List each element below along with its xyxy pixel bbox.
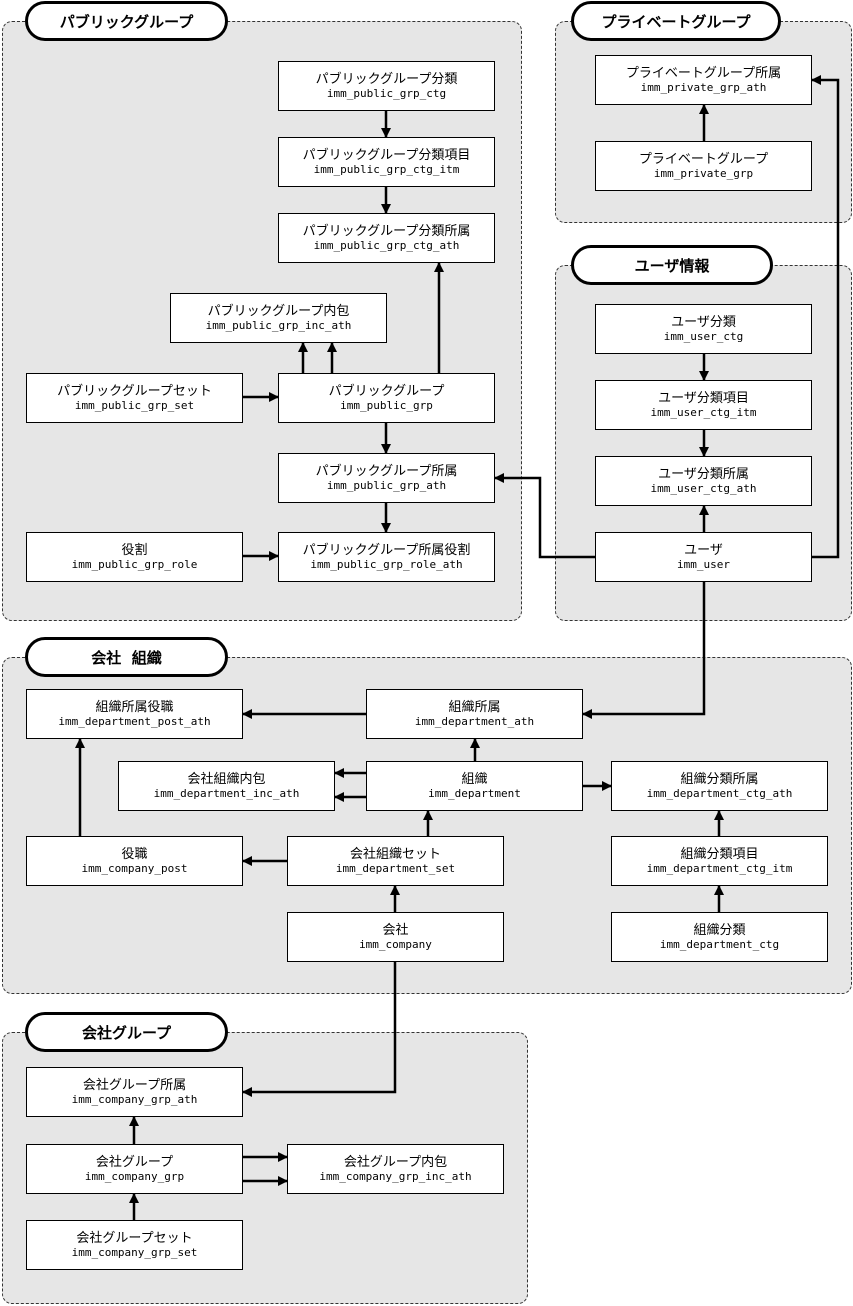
entity-company-grp-set[interactable]: 会社グループセット imm_company_grp_set [26,1220,243,1270]
entity-label: プライベートグループ [638,151,769,167]
table-name: imm_user_ctg [663,329,744,343]
edge-user-to-private-grp-ath [811,75,840,559]
entity-user-ctg-ath[interactable]: ユーザ分類所属 imm_user_ctg_ath [595,456,812,506]
entity-user[interactable]: ユーザ imm_user [595,532,812,582]
entity-label: パブリックグループ所属役割 [302,542,471,558]
group-title-company-group: 会社グループ [25,1012,228,1052]
edge-company-to-company-grp-ath [242,962,397,1097]
entity-label: ユーザ [684,542,723,558]
entity-company-grp-inc-ath[interactable]: 会社グループ内包 imm_company_grp_inc_ath [287,1144,504,1194]
entity-public-grp-set[interactable]: パブリックグループセット imm_public_grp_set [26,373,243,423]
entity-label: ユーザ分類所属 [658,466,749,482]
entity-label: 会社グループ [95,1154,174,1170]
entity-label: 組織分類項目 [680,846,759,862]
table-name: imm_private_grp_ath [640,80,767,94]
table-name: imm_public_grp_role [71,557,198,571]
entity-label: パブリックグループ分類所属 [302,223,471,239]
entity-label: パブリックグループ所属 [315,463,458,479]
entity-label: パブリックグループセット [57,383,212,399]
entity-department-set[interactable]: 会社組織セット imm_department_set [287,836,504,886]
edge-user-to-department-ath [582,582,706,719]
entity-private-grp[interactable]: プライベートグループ imm_private_grp [595,141,812,191]
group-title-private: プライベートグループ [571,1,781,41]
entity-department-ctg[interactable]: 組織分類 imm_department_ctg [611,912,828,962]
entity-user-ctg[interactable]: ユーザ分類 imm_user_ctg [595,304,812,354]
group-title-company-org: 会社 組織 [25,637,228,677]
entity-label: 会社組織内包 [187,771,266,787]
entity-public-grp-role[interactable]: 役割 imm_public_grp_role [26,532,243,582]
entity-company-grp-ath[interactable]: 会社グループ所属 imm_company_grp_ath [26,1067,243,1117]
entity-label: パブリックグループ [328,383,445,399]
table-name: imm_public_grp_inc_ath [205,318,352,332]
entity-label: プライベートグループ所属 [625,65,782,81]
group-title-public: パブリックグループ [25,1,228,41]
table-name: imm_department_inc_ath [153,786,300,800]
entity-label: 会社グループセット [76,1230,193,1246]
entity-label: 組織分類所属 [680,771,759,787]
entity-department-ath[interactable]: 組織所属 imm_department_ath [366,689,583,739]
entity-public-grp-inc-ath[interactable]: パブリックグループ内包 imm_public_grp_inc_ath [170,293,387,343]
entity-label: パブリックグループ内包 [207,303,350,319]
group-title-user-info: ユーザ情報 [571,245,773,285]
entity-label: 会社グループ内包 [343,1154,448,1170]
entity-public-grp-ctg-itm[interactable]: パブリックグループ分類項目 imm_public_grp_ctg_itm [278,137,495,187]
table-name: imm_company [359,937,432,951]
table-name: imm_department [428,786,521,800]
entity-department-inc-ath[interactable]: 会社組織内包 imm_department_inc_ath [118,761,335,811]
entity-company[interactable]: 会社 imm_company [287,912,504,962]
entity-user-ctg-itm[interactable]: ユーザ分類項目 imm_user_ctg_itm [595,380,812,430]
entity-label: 役職 [121,846,148,862]
entity-label: ユーザ分類項目 [658,390,749,406]
table-name: imm_public_grp_ctg_ath [313,238,460,252]
table-name: imm_public_grp_role_ath [310,557,463,571]
entity-label: 組織所属 [448,699,501,715]
entity-department-ctg-itm[interactable]: 組織分類項目 imm_department_ctg_itm [611,836,828,886]
entity-department[interactable]: 組織 imm_department [366,761,583,811]
entity-label: 会社 [382,922,409,938]
table-name: imm_user_ctg_ath [650,481,757,495]
table-name: imm_user [677,557,730,571]
table-name: imm_public_grp_ctg_itm [313,162,460,176]
entity-public-grp[interactable]: パブリックグループ imm_public_grp [278,373,495,423]
entity-company-post[interactable]: 役職 imm_company_post [26,836,243,886]
entity-public-grp-role-ath[interactable]: パブリックグループ所属役割 imm_public_grp_role_ath [278,532,495,582]
table-name: imm_department_set [335,861,456,875]
entity-label: 会社グループ所属 [82,1077,187,1093]
entity-private-grp-ath[interactable]: プライベートグループ所属 imm_private_grp_ath [595,55,812,105]
entity-label: 役割 [121,542,148,558]
table-name: imm_company_grp [84,1169,185,1183]
table-name: imm_department_ctg_ath [646,786,793,800]
table-name: imm_company_grp_ath [71,1092,198,1106]
entity-public-grp-ctg[interactable]: パブリックグループ分類 imm_public_grp_ctg [278,61,495,111]
edge-user-to-public-grp-ath [494,473,595,559]
table-name: imm_department_ath [414,714,535,728]
entity-public-grp-ath[interactable]: パブリックグループ所属 imm_public_grp_ath [278,453,495,503]
table-name: imm_department_post_ath [58,714,211,728]
table-name: imm_public_grp_set [74,398,195,412]
entity-department-post-ath[interactable]: 組織所属役職 imm_department_post_ath [26,689,243,739]
table-name: imm_company_grp_set [71,1245,198,1259]
table-name: imm_public_grp_ath [326,478,447,492]
table-name: imm_public_grp_ctg [326,86,447,100]
table-name: imm_user_ctg_itm [650,405,757,419]
entity-label: ユーザ分類 [671,314,736,330]
table-name: imm_company_post [81,861,188,875]
entity-company-grp[interactable]: 会社グループ imm_company_grp [26,1144,243,1194]
entity-label: パブリックグループ分類 [315,71,458,87]
entity-label: パブリックグループ分類項目 [302,147,471,163]
entity-department-ctg-ath[interactable]: 組織分類所属 imm_department_ctg_ath [611,761,828,811]
table-name: imm_department_ctg_itm [646,861,793,875]
entity-label: 組織分類 [693,922,746,938]
entity-label: 組織 [461,771,488,787]
entity-label: 会社組織セット [349,846,441,862]
entity-label: 組織所属役職 [95,699,174,715]
table-name: imm_private_grp [653,166,754,180]
table-name: imm_public_grp [340,398,433,412]
table-name: imm_company_grp_inc_ath [319,1169,472,1183]
table-name: imm_department_ctg [659,937,780,951]
entity-public-grp-ctg-ath[interactable]: パブリックグループ分類所属 imm_public_grp_ctg_ath [278,213,495,263]
